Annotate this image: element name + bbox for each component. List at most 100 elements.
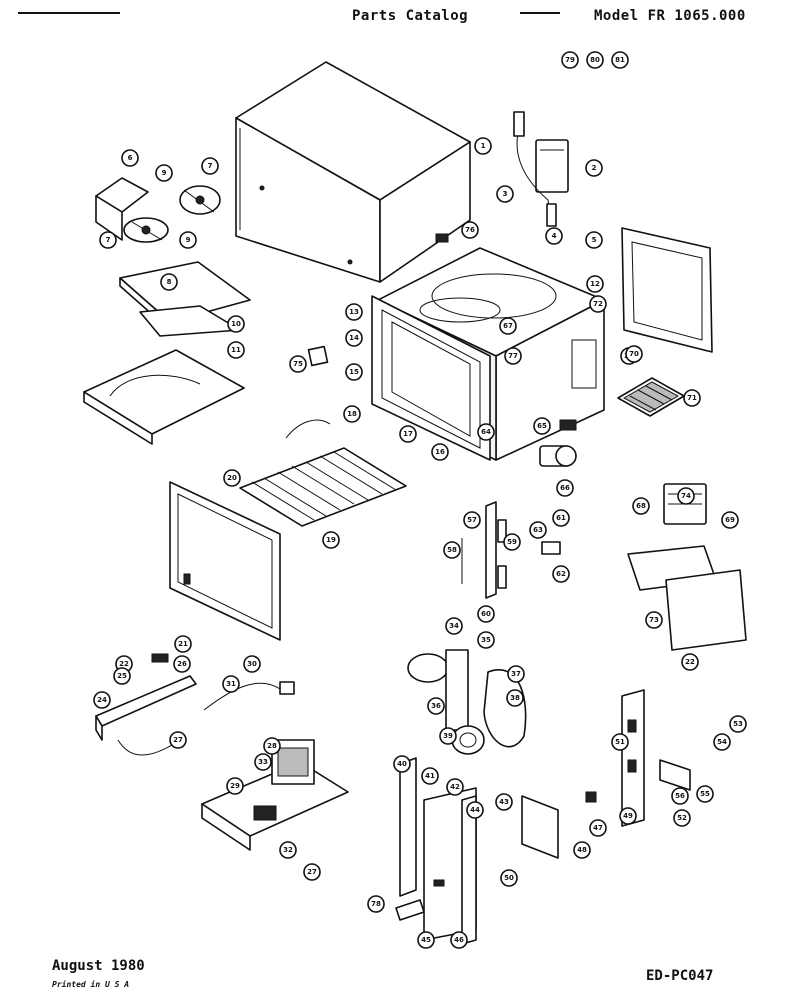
- callout-number: 7: [106, 236, 111, 244]
- part-callout: 36: [427, 697, 445, 715]
- callout-number: 65: [537, 422, 547, 430]
- callout-bubble: [681, 653, 699, 671]
- callout-bubble: [399, 425, 417, 443]
- part-callout: 42: [446, 778, 464, 796]
- callout-bubble: [393, 755, 411, 773]
- part-callout: 31: [222, 675, 240, 693]
- callout-bubble: [466, 801, 484, 819]
- callout-number: 50: [504, 874, 514, 882]
- callout-number: 21: [178, 640, 188, 648]
- part-callout: 27: [169, 731, 187, 749]
- callout-number: 73: [649, 616, 659, 624]
- callout-number: 61: [556, 514, 566, 522]
- part-callout: 77: [504, 347, 522, 365]
- callout-number: 3: [503, 190, 508, 198]
- callout-bubble: [121, 149, 139, 167]
- fan-motor-assembly: [95, 177, 221, 243]
- callout-bubble: [445, 617, 463, 635]
- callout-bubble: [474, 137, 492, 155]
- callout-bubble: [463, 511, 481, 529]
- callout-bubble: [585, 231, 603, 249]
- part-callout: 51: [611, 733, 629, 751]
- vent-grille: [617, 377, 685, 417]
- callout-bubble: [683, 389, 701, 407]
- callout-bubble: [552, 509, 570, 527]
- callout-bubble: [427, 697, 445, 715]
- callout-bubble: [533, 417, 551, 435]
- part-callout: 55: [696, 785, 714, 803]
- callout-bubble: [417, 931, 435, 949]
- part-callout: 78: [367, 895, 385, 913]
- part-callout: 58: [443, 541, 461, 559]
- callout-bubble: [645, 611, 663, 629]
- callout-bubble: [345, 329, 363, 347]
- callout-bubble: [721, 511, 739, 529]
- callout-number: 27: [173, 736, 183, 744]
- callout-number: 40: [397, 760, 407, 768]
- callout-number: 36: [431, 702, 441, 710]
- callout-number: 70: [629, 350, 639, 358]
- callout-number: 28: [267, 742, 277, 750]
- part-callout: 28: [263, 737, 281, 755]
- part-callout: 30: [243, 655, 261, 673]
- part-callout: 4: [545, 227, 563, 245]
- callout-bubble: [99, 231, 117, 249]
- callout-number: 16: [435, 448, 445, 456]
- callout-number: 74: [681, 492, 691, 500]
- callout-number: 48: [577, 846, 587, 854]
- callout-number: 34: [449, 622, 459, 630]
- scan-top-edge: [0, 0, 800, 14]
- callout-bubble: [226, 777, 244, 795]
- callout-number: 62: [556, 570, 566, 578]
- part-callout: 49: [619, 807, 637, 825]
- callout-number: 72: [593, 300, 603, 308]
- callout-number: 17: [403, 430, 413, 438]
- callout-bubble: [500, 869, 518, 887]
- callout-bubble: [431, 443, 449, 461]
- callout-number: 60: [481, 610, 491, 618]
- callout-number: 7: [208, 162, 213, 170]
- callout-bubble: [254, 753, 272, 771]
- callout-number: 44: [470, 806, 480, 814]
- part-callout: 21: [174, 635, 192, 653]
- callout-bubble: [461, 221, 479, 239]
- part-callout: 73: [645, 611, 663, 629]
- callout-bubble: [223, 469, 241, 487]
- part-callout: 34: [445, 617, 463, 635]
- callout-number: 25: [117, 672, 127, 680]
- callout-bubble: [345, 363, 363, 381]
- callout-number: 53: [733, 720, 743, 728]
- catalog-date: August 1980: [52, 958, 145, 974]
- part-callout: 14: [345, 329, 363, 347]
- callout-number: 20: [227, 474, 237, 482]
- callout-bubble: [439, 727, 457, 745]
- part-callout: 81: [611, 51, 629, 69]
- part-callout: 54: [713, 733, 731, 751]
- part-callout: 25: [113, 667, 131, 685]
- callout-bubble: [671, 787, 689, 805]
- damper-assembly: [539, 419, 577, 467]
- callout-number: 41: [425, 772, 435, 780]
- part-callout: 44: [466, 801, 484, 819]
- callout-number: 49: [623, 812, 633, 820]
- callout-number: 8: [167, 278, 172, 286]
- callout-number: 78: [371, 900, 381, 908]
- transformer-assembly: [201, 739, 349, 851]
- callout-number: 22: [685, 658, 695, 666]
- callout-bubble: [169, 731, 187, 749]
- capacitor-assembly: [513, 111, 569, 227]
- part-callout: 70: [625, 345, 643, 363]
- callout-bubble: [343, 405, 361, 423]
- part-callout: 64: [477, 423, 495, 441]
- callout-number: 13: [349, 308, 359, 316]
- callout-bubble: [477, 631, 495, 649]
- callout-bubble: [477, 605, 495, 623]
- part-callout: 38: [506, 689, 524, 707]
- part-callout: 53: [729, 715, 747, 733]
- part-callout: 6: [121, 149, 139, 167]
- callout-number: 11: [231, 346, 241, 354]
- callout-number: 80: [590, 56, 600, 64]
- callout-number: 24: [97, 696, 107, 704]
- callout-number: 37: [511, 670, 521, 678]
- part-callout: 50: [500, 869, 518, 887]
